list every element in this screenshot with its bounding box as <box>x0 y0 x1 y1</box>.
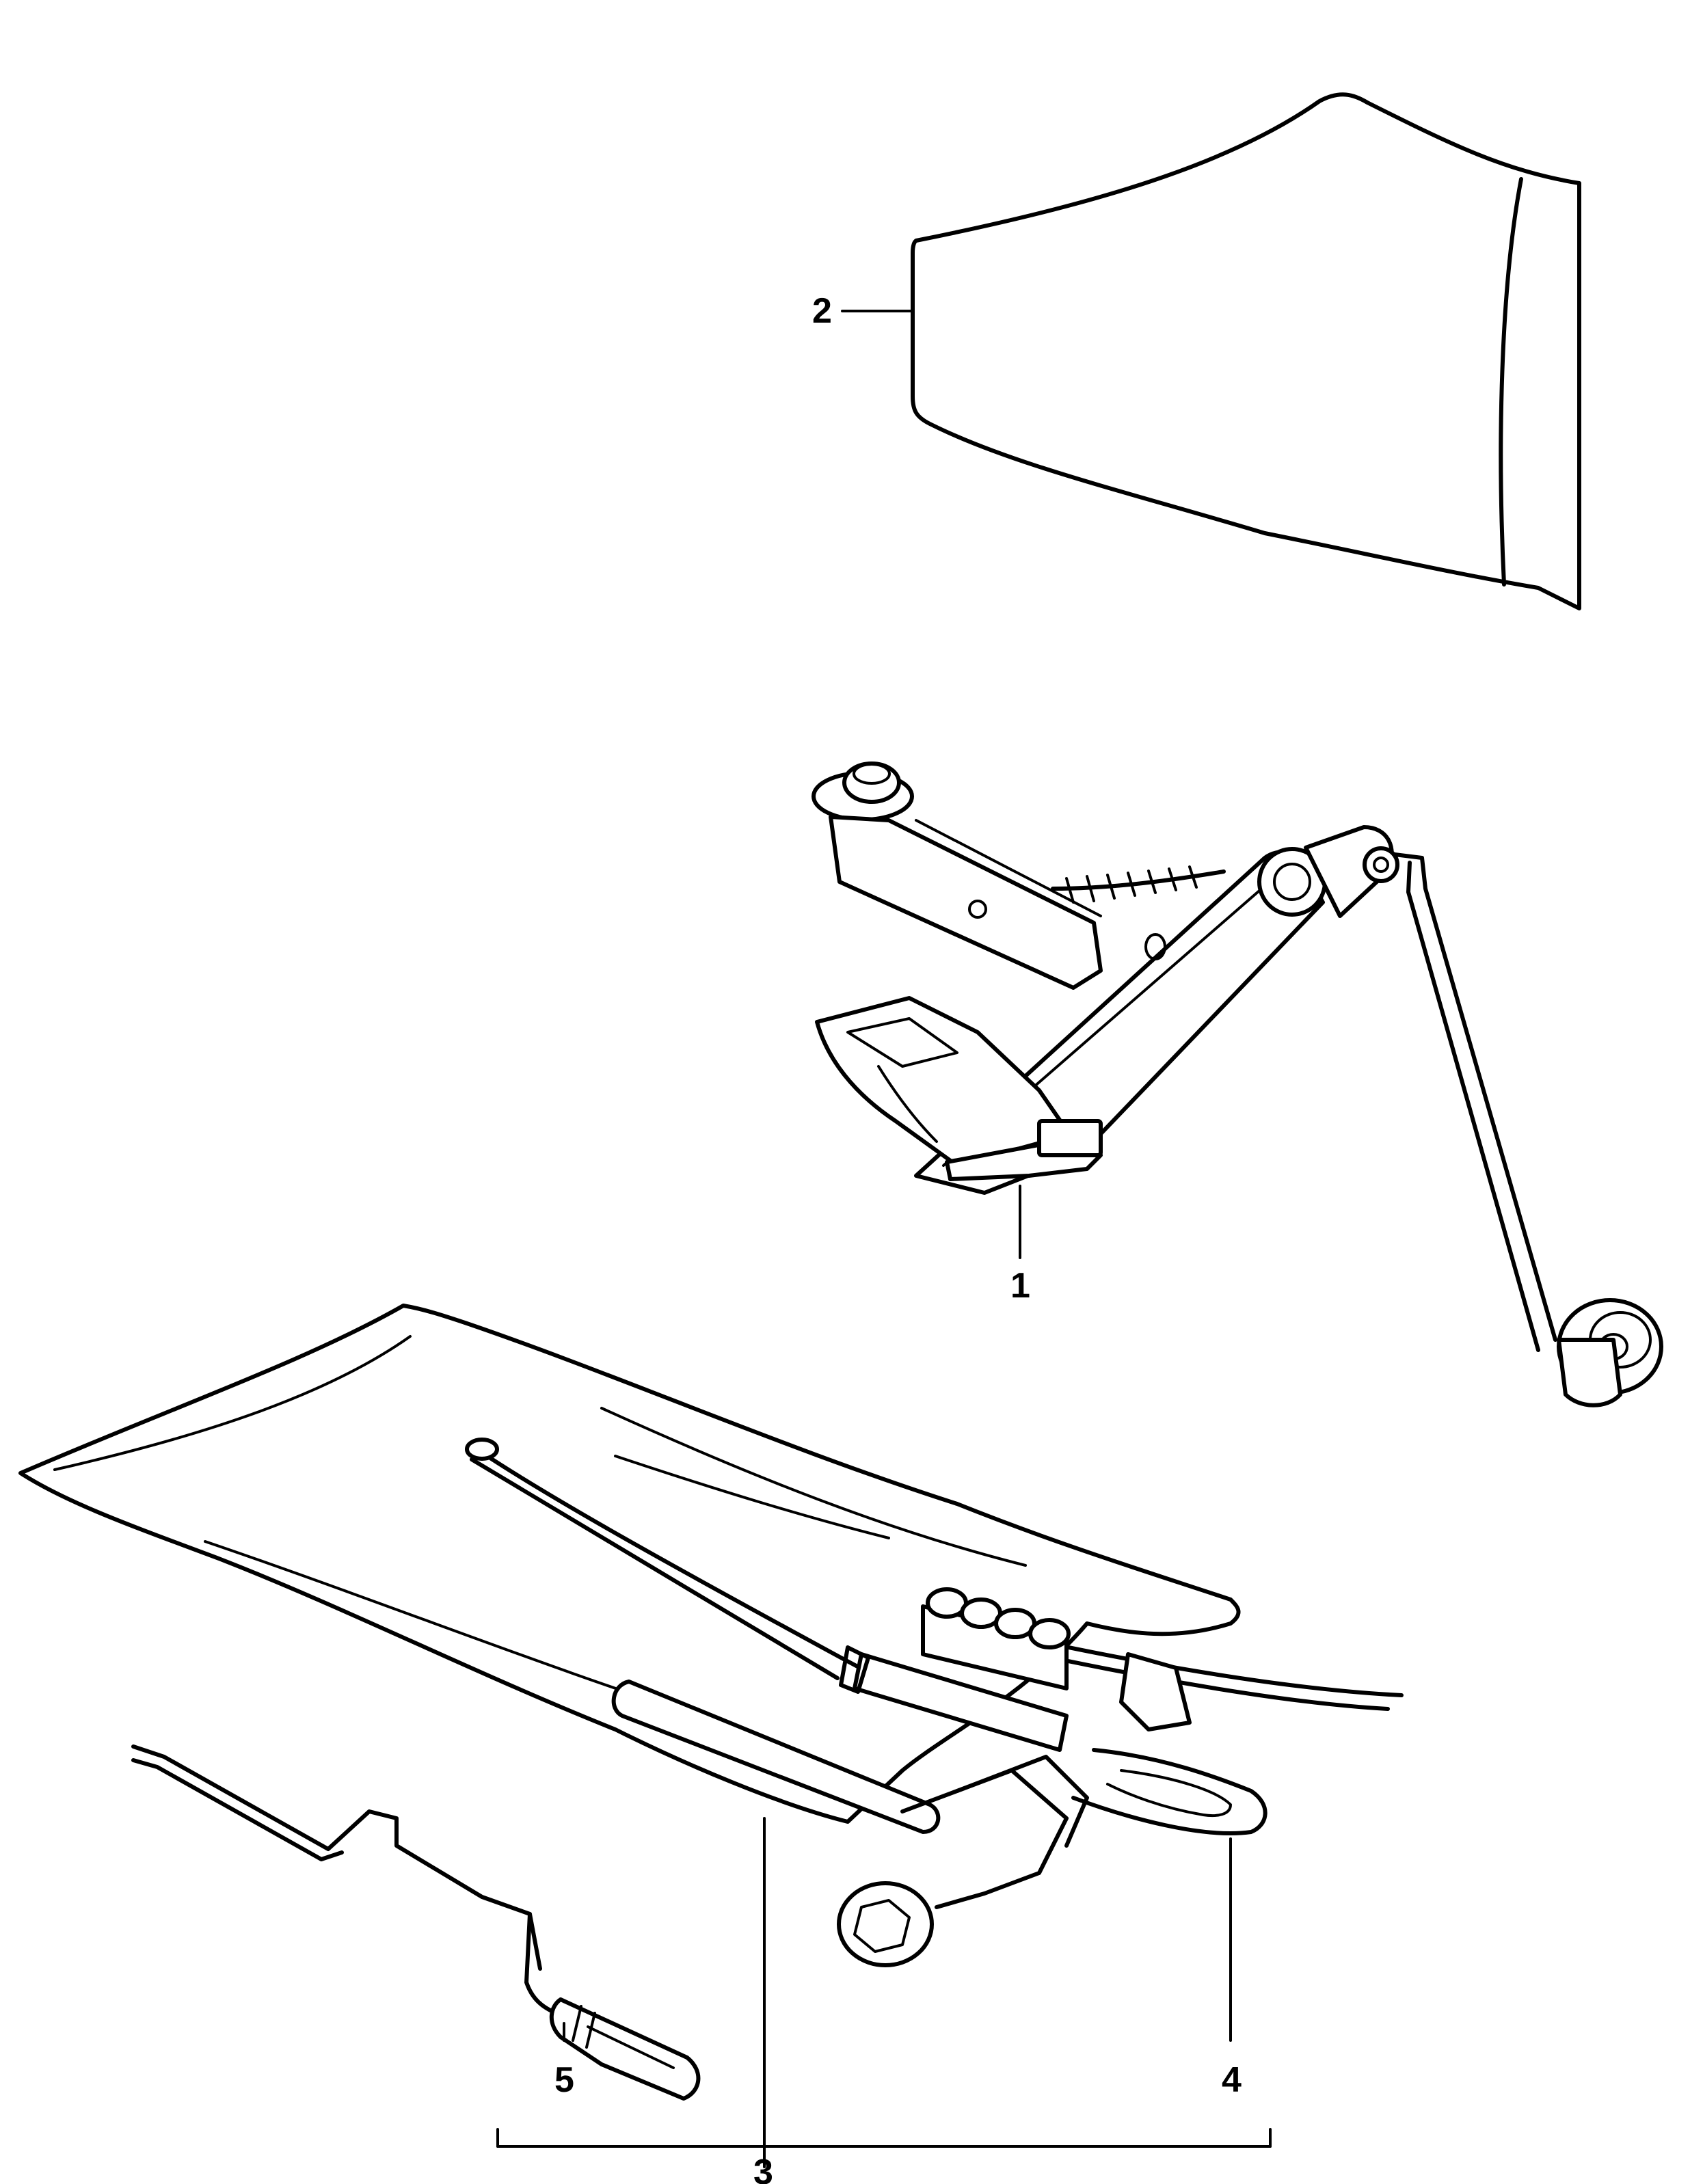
screwdriver-handle <box>549 1997 701 2101</box>
part-5-screwdriver[interactable] <box>131 1744 701 2101</box>
callout-5-label: 5 <box>554 2060 574 2100</box>
callout-1-label: 1 <box>1010 1266 1030 1306</box>
part-1-jack[interactable] <box>812 761 1663 1407</box>
callout-2-label: 2 <box>812 291 832 331</box>
part-4-wheel-brace[interactable] <box>837 1748 1268 1967</box>
callout-4-label: 4 <box>1222 2060 1242 2100</box>
callout-3-label: 3 <box>753 2153 773 2184</box>
part-2-cover[interactable] <box>911 92 1581 610</box>
wheel-brace-socket <box>837 1881 934 1967</box>
callout-1: 1 <box>1010 1185 1030 1306</box>
callout-2: 2 <box>812 291 914 331</box>
part-3-tool-roll[interactable] <box>18 1304 1404 1834</box>
callout-bracket-group: 4 5 3 <box>496 1817 1272 2184</box>
